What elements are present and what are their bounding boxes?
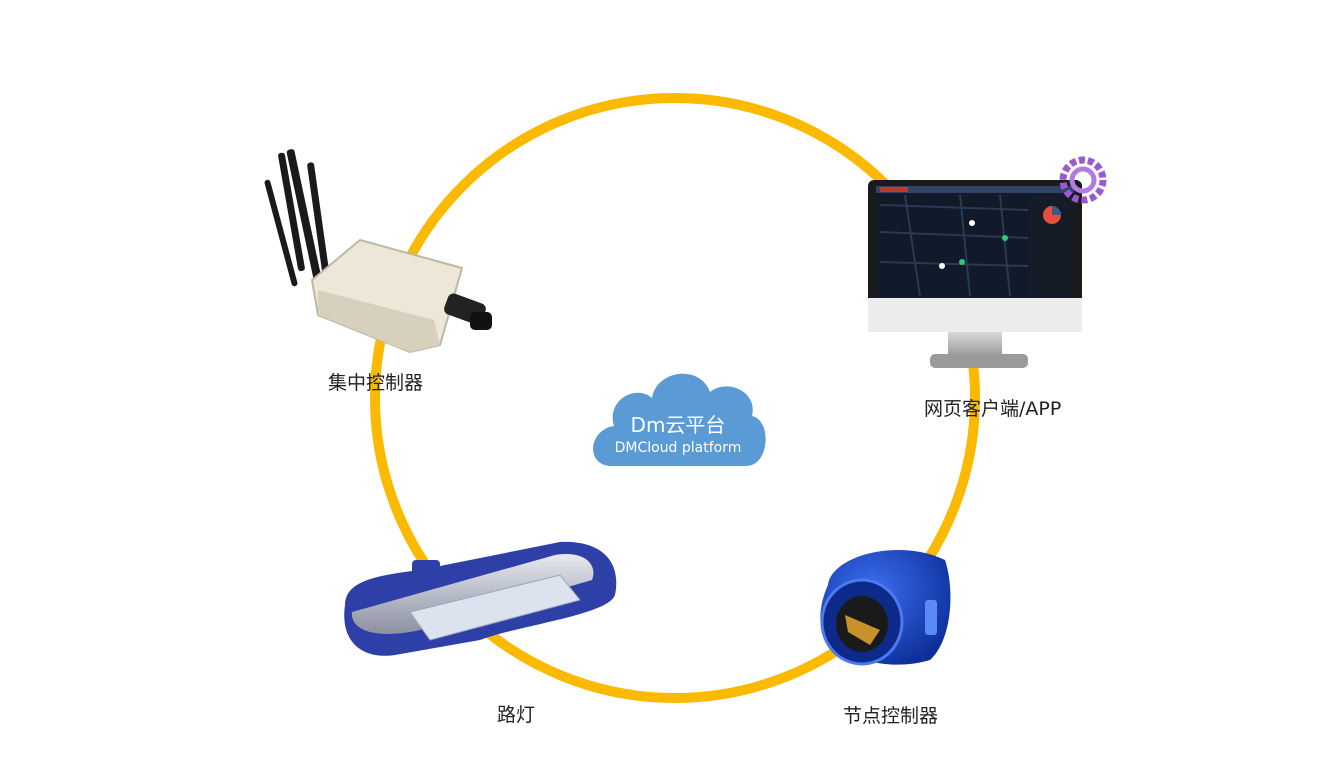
cloud-icon — [593, 373, 766, 466]
gateway-label: 集中控制器 — [328, 372, 424, 394]
connection-ring — [370, 93, 980, 703]
cloud-subtitle: DMCloud platform — [614, 440, 742, 456]
node-controller-icon — [820, 550, 951, 666]
node-controller-label: 节点控制器 — [843, 705, 939, 727]
gear-icon — [1059, 156, 1107, 204]
monitor-icon — [868, 180, 1082, 368]
web-client-label: 网页客户端/APP — [924, 398, 1062, 420]
gateway-router-icon — [264, 149, 492, 354]
street-lamp-label: 路灯 — [497, 704, 536, 726]
street-lamp-icon — [344, 541, 617, 656]
cloud-title: Dm云平台 — [630, 413, 726, 437]
